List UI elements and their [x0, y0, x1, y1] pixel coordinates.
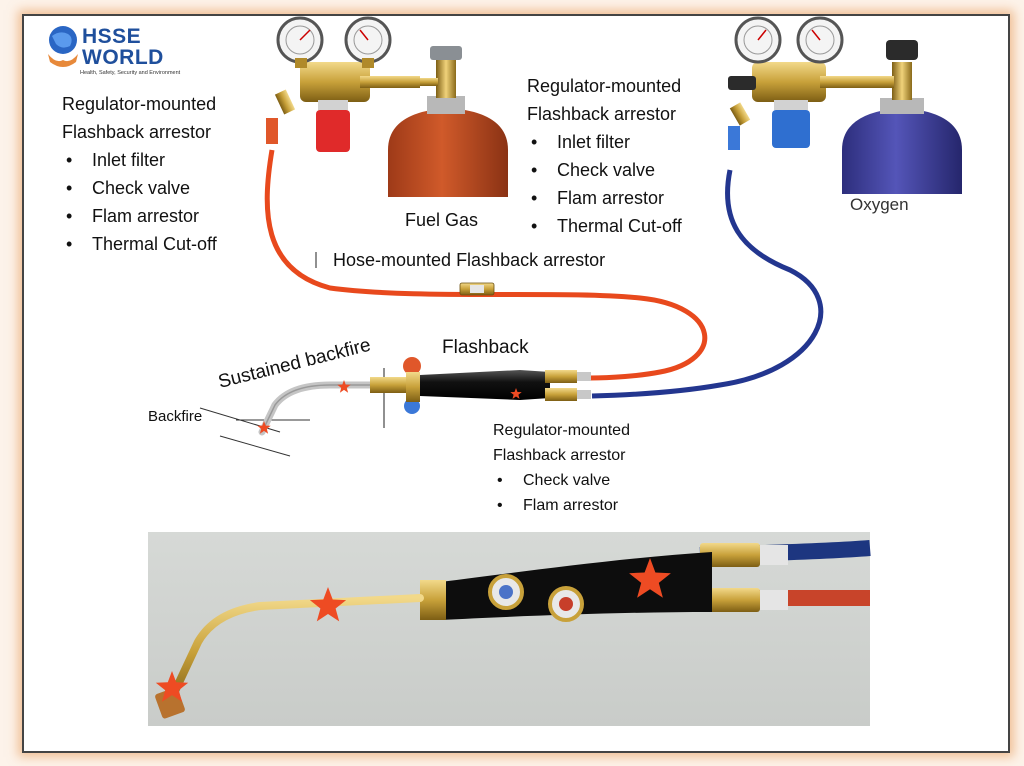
fuel-hose: [264, 149, 708, 381]
list-item: Check valve: [527, 156, 682, 184]
star-icon: [155, 671, 189, 702]
torch-photo: [148, 532, 871, 726]
torch-arrestor-title-1: Regulator-mounted: [493, 422, 630, 439]
flashback-label: Flashback: [442, 337, 529, 358]
list-item: Inlet filter: [62, 146, 217, 174]
torch-arrestor-features: Check valve Flam arrestor: [493, 468, 630, 518]
list-item: Thermal Cut-off: [527, 212, 682, 240]
logo-tagline: Health, Safety, Security and Environment: [80, 70, 181, 76]
flame-markers: [155, 380, 671, 702]
oxygen-regulator: [728, 16, 894, 150]
star-icon: [337, 380, 351, 393]
backfire-label: Backfire: [148, 408, 203, 425]
list-item: Flam arrestor: [62, 202, 217, 230]
right-regulator-title-1: Regulator-mounted: [527, 76, 682, 96]
hsse-world-logo: HSSE WORLD Health, Safety, Security and …: [46, 24, 180, 80]
list-item: Check valve: [493, 468, 630, 493]
oxygen-cylinder: [842, 40, 962, 194]
oxygen-label: Oxygen: [850, 195, 909, 214]
list-item: Check valve: [62, 174, 217, 202]
right-regulator-annotation: Regulator-mounted Flashback arrestor Inl…: [527, 72, 682, 240]
left-regulator-title-1: Regulator-mounted: [62, 94, 217, 114]
torch-arrestor-title-2: Flashback arrestor: [493, 447, 626, 464]
fuel-gas-label: Fuel Gas: [405, 210, 479, 230]
right-regulator-title-2: Flashback arrestor: [527, 104, 677, 124]
list-item: Inlet filter: [527, 128, 682, 156]
star-icon: [510, 388, 522, 399]
hose-arrestor-label: Hose-mounted Flashback arrestor: [333, 250, 606, 270]
fuel-regulator: [266, 16, 420, 152]
left-regulator-annotation: Regulator-mounted Flashback arrestor Inl…: [62, 90, 217, 258]
list-item: Flam arrestor: [527, 184, 682, 212]
left-regulator-title-2: Flashback arrestor: [62, 122, 212, 142]
list-item: Flam arrestor: [493, 493, 630, 518]
hose-arrestor-fitting: [459, 282, 495, 296]
right-regulator-features: Inlet filter Check valve Flam arrestor T…: [527, 128, 682, 240]
logo-text: HSSE WORLD: [82, 25, 164, 69]
list-item: Thermal Cut-off: [62, 230, 217, 258]
globe-hands-icon: [48, 26, 78, 67]
star-icon: [257, 421, 271, 434]
oxygen-hose: [591, 169, 824, 399]
star-icon: [629, 558, 671, 598]
star-icon: [309, 587, 347, 622]
left-regulator-features: Inlet filter Check valve Flam arrestor T…: [62, 146, 217, 258]
torch-arrestor-annotation: Regulator-mounted Flashback arrestor Che…: [493, 418, 630, 518]
fuel-gas-cylinder: [388, 46, 508, 197]
